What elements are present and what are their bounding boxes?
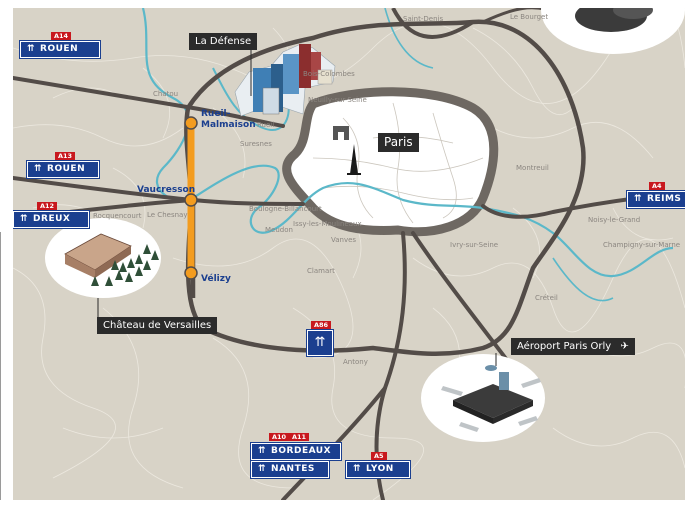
road-sign-dest: ROUEN: [47, 164, 86, 174]
place-label: Créteil: [535, 294, 558, 302]
road-sign-rouen-a13[interactable]: ⇈ ROUEN: [27, 161, 99, 178]
motorway-icon: ⇈: [307, 330, 333, 356]
road-sign-dest: DREUX: [33, 214, 71, 224]
frame-edge: [0, 232, 4, 500]
road-sign-dest: LYON: [366, 464, 394, 474]
road-sign-dreux[interactable]: ⇈ DREUX: [13, 211, 89, 228]
road-sign-reims[interactable]: ⇈ REIMS: [627, 191, 685, 208]
station-vaucresson[interactable]: Vaucresson: [137, 185, 196, 195]
station-dot-vaucresson[interactable]: [184, 193, 198, 207]
place-label: Champigny-sur-Marne: [603, 241, 681, 249]
place-label: Bois-Colombes: [303, 70, 355, 78]
place-label: Saint-Denis: [403, 15, 444, 23]
place-label: Meudon: [265, 226, 293, 234]
motorway-icon: ⇈: [353, 464, 362, 474]
canal: [384, 8, 434, 69]
place-label: Le Chesnay: [147, 211, 188, 219]
map-drawing: [13, 8, 685, 500]
arc-de-triomphe-icon: [333, 126, 349, 140]
road-sign-rouen-a14[interactable]: ⇈ ROUEN: [20, 41, 100, 58]
road-sign-nantes[interactable]: ⇈ NANTES: [251, 461, 329, 478]
seine-river: [141, 8, 674, 278]
road-number-tag: A12: [37, 202, 58, 210]
place-label: Le Bourget: [510, 13, 549, 21]
versailles-illustration: [45, 218, 161, 298]
place-label: Ivry-sur-Seine: [450, 241, 499, 249]
motorway-icon: ⇈: [34, 164, 43, 174]
station-velizy[interactable]: Vélizy: [201, 274, 231, 284]
place-label: Noisy-le-Grand: [588, 216, 641, 224]
orly-label-text: Aéroport Paris Orly: [517, 341, 612, 352]
place-label: Montreuil: [516, 164, 549, 172]
a1-north: [391, 8, 475, 39]
motorway-icon: ⇈: [20, 214, 29, 224]
motorway-icon: ⇈: [27, 44, 36, 54]
road-sign-dest: ROUEN: [40, 44, 79, 54]
orly-illustration: [421, 354, 545, 442]
road-sign-dest: NANTES: [271, 464, 315, 474]
road-number-tag: A14: [51, 32, 72, 40]
station-dot-velizy[interactable]: [184, 266, 198, 280]
la-defense-illustration: [234, 43, 336, 117]
place-label: Neuilly-sur-Seine: [308, 96, 367, 104]
a86-tag: A86: [311, 321, 332, 329]
cdg-illustration: [541, 8, 685, 54]
road-sign-dest: REIMS: [647, 194, 682, 204]
airplane-icon: ✈: [620, 341, 629, 352]
road-number-tag: A13: [55, 152, 76, 160]
road-sign-bordeaux[interactable]: ⇈ BORDEAUX: [251, 443, 341, 460]
place-label: Issy-les-Moulineaux: [293, 220, 362, 228]
marne-river: [552, 257, 614, 302]
place-label: Antony: [343, 358, 368, 366]
road-sign-lyon[interactable]: ⇈ LYON: [346, 461, 410, 478]
road-number-tag: A11: [289, 433, 310, 441]
la-defense-label[interactable]: La Défense: [189, 33, 258, 50]
map-canvas: Saint-Denis Le Bourget Neuilly-sur-Seine…: [13, 8, 685, 500]
station-rueil-malmaison[interactable]: Rueil- Malmaison: [201, 109, 256, 130]
versailles-label[interactable]: Château de Versailles: [97, 317, 218, 334]
place-label: Suresnes: [240, 140, 272, 148]
road-sign-dest: BORDEAUX: [271, 446, 332, 456]
place-label: Boulogne-Billancourt: [249, 205, 322, 213]
motorway-icon: ⇈: [258, 446, 267, 456]
place-label: Clamart: [307, 267, 335, 275]
paris-label[interactable]: Paris: [378, 133, 419, 152]
a86-ring: [184, 19, 586, 356]
place-label: Rocquencourt: [93, 212, 142, 220]
motorway-icon: ⇈: [258, 464, 267, 474]
station-dot-rueil[interactable]: [184, 116, 198, 130]
place-label: Vanves: [331, 236, 357, 244]
place-label: Chatou: [153, 90, 179, 98]
orly-label[interactable]: Aéroport Paris Orly ✈: [511, 338, 635, 355]
place-label: Rueil: [257, 121, 275, 129]
road-number-tag: A10: [269, 433, 290, 441]
road-number-tag: A5: [371, 452, 387, 460]
motorway-icon: ⇈: [634, 194, 643, 204]
eiffel-tower-icon: [347, 144, 361, 175]
road-number-tag: A4: [649, 182, 665, 190]
